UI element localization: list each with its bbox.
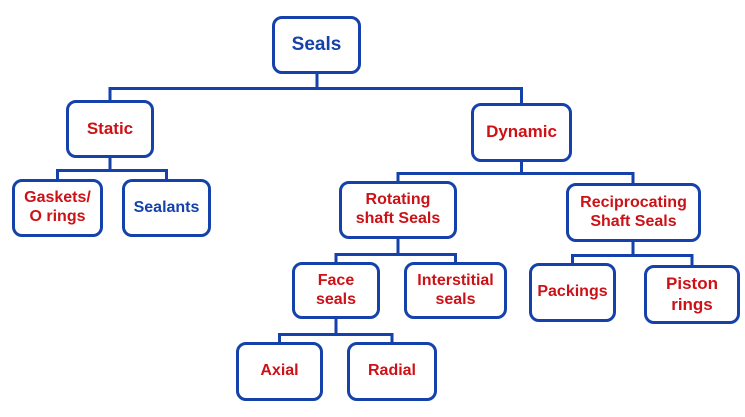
connector-seals-children xyxy=(108,74,523,103)
connector-rotating-children xyxy=(334,239,457,262)
node-packings-label: Packings xyxy=(537,283,608,301)
node-face-seals: Face seals xyxy=(292,262,380,319)
node-sealants-label: Sealants xyxy=(133,198,200,216)
connector-static-children xyxy=(56,158,168,179)
node-rotating-shaft-seals: Rotating shaft Seals xyxy=(339,181,457,239)
node-piston-rings-label: Piston rings xyxy=(666,274,718,314)
node-piston-rings: Piston rings xyxy=(644,265,740,324)
node-seals-label: Seals xyxy=(291,33,342,55)
node-sealants: Sealants xyxy=(122,179,211,237)
node-seals: Seals xyxy=(272,16,361,74)
node-reciprocating-shaft-seals: Reciprocating Shaft Seals xyxy=(566,183,701,242)
node-interstitial-seals-label: Interstitial seals xyxy=(417,271,494,308)
connector-reciprocating-children xyxy=(571,242,694,265)
node-interstitial-seals: Interstitial seals xyxy=(404,262,507,319)
node-face-seals-label: Face seals xyxy=(315,271,357,308)
node-axial-label: Axial xyxy=(260,362,299,380)
node-rotating-shaft-seals-label: Rotating shaft Seals xyxy=(355,191,441,227)
node-radial: Radial xyxy=(347,342,437,401)
node-gaskets-o-rings: Gaskets/ O rings xyxy=(12,179,103,237)
connector-face-children xyxy=(278,319,394,342)
node-dynamic: Dynamic xyxy=(471,103,572,162)
node-static-label: Static xyxy=(86,118,134,138)
node-gaskets-o-rings-label: Gaskets/ O rings xyxy=(24,189,91,225)
node-static: Static xyxy=(66,100,154,158)
node-reciprocating-shaft-seals-label: Reciprocating Shaft Seals xyxy=(580,193,687,230)
node-packings: Packings xyxy=(529,263,616,322)
connector-dynamic-children xyxy=(396,162,635,183)
node-axial: Axial xyxy=(236,342,323,401)
node-dynamic-label: Dynamic xyxy=(486,122,557,142)
node-radial-label: Radial xyxy=(367,362,416,380)
